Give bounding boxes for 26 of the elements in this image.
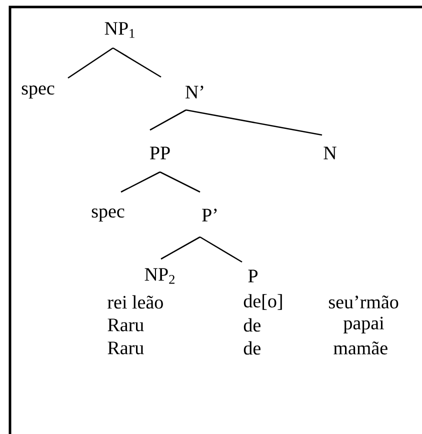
tree-node-label: NP$_{2}$ (144, 268, 174, 284)
gloss-word: de (244, 318, 260, 332)
tree-node-label: P (248, 270, 258, 282)
tree-branch (112, 47, 162, 78)
gloss-word: de (244, 341, 260, 355)
gloss-word: de[o] (244, 294, 282, 310)
tree-branch (186, 109, 322, 136)
tree-branch (68, 47, 114, 79)
tree-branch (150, 109, 186, 131)
tree-branch (160, 171, 200, 193)
tree-node-label: spec (22, 86, 54, 98)
tree-node-label: PP (150, 146, 170, 160)
gloss-word: Raru (108, 318, 144, 332)
gloss-word: seu’rmão (328, 296, 398, 308)
gloss-word: rei leão (108, 295, 163, 309)
gloss-word: Raru (108, 342, 144, 354)
gloss-word: mamãe (334, 342, 388, 354)
tree-node-label: N’ (186, 86, 204, 98)
tree-node-label: spec (92, 208, 124, 222)
tree-node-label: P’ (202, 208, 217, 222)
tree-node-label: N (324, 146, 336, 160)
tree-node-label: NP$_{1}$ (104, 22, 134, 38)
gloss-word: papai (344, 316, 384, 334)
tree-branch (160, 236, 200, 260)
tree-branch (120, 171, 160, 193)
tree-branch (200, 236, 242, 263)
